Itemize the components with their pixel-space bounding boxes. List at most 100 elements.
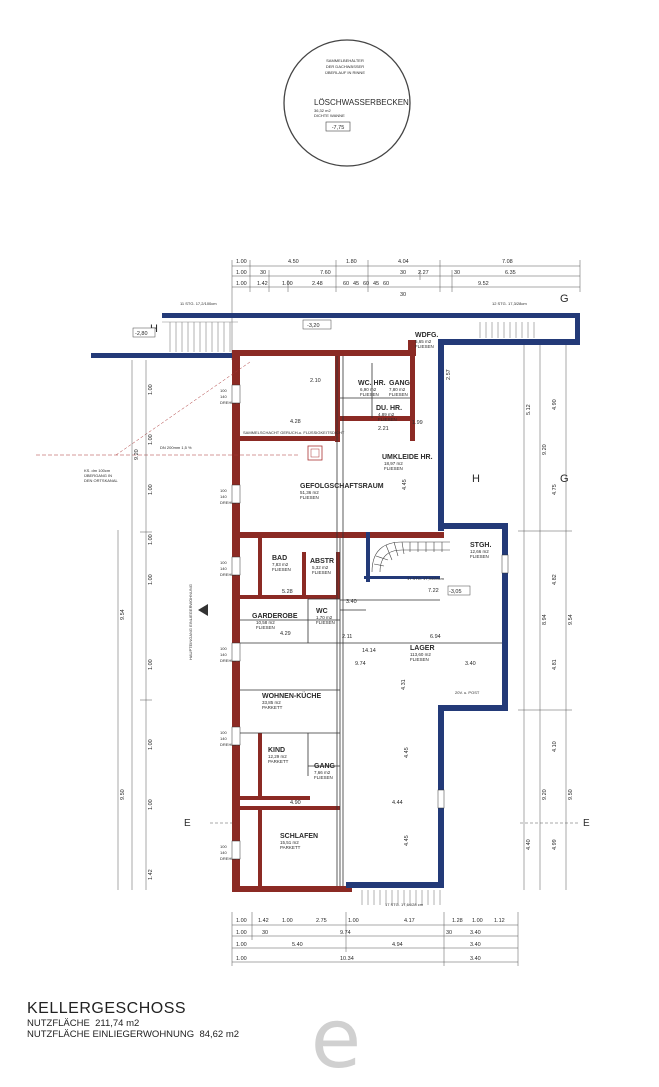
room-du-hr-name: DU. HR.	[376, 405, 402, 412]
level-left: -2,80	[135, 331, 148, 337]
dim-bot-r2-1: 1.00	[236, 930, 247, 936]
dim-left-6: 1.42	[148, 869, 154, 880]
dim-bot-r2-2: 30	[262, 930, 268, 936]
dim-left-3: 1.00	[148, 484, 154, 495]
dim-top-r3-4: 2.48	[312, 281, 323, 287]
window-6-bottom: 140	[220, 850, 227, 855]
section-g-top: G	[560, 293, 569, 305]
dim-left-5: 1.00	[148, 659, 154, 670]
dim-221: 2.21	[378, 426, 389, 432]
dim-right-3: 9.20	[542, 444, 548, 455]
room-wohnen-name: WOHNEN-KÜCHE	[262, 691, 321, 700]
dim-bot-r1-8: 1.00	[472, 918, 483, 924]
dim-211: 2.11	[342, 634, 352, 640]
tank-title: LÖSCHWASSERBECKEN	[314, 98, 409, 107]
stairs-inner-label: 17 STG. 17,94/28cm	[407, 576, 445, 581]
tank-note-2: DER DACHWÄSSER	[326, 64, 364, 69]
room-kind-floor: PARKETT	[268, 759, 289, 764]
dim-left-1: 1.00	[148, 384, 154, 395]
dim-445a: 4.45	[402, 479, 408, 490]
dim-428: 4.28	[290, 419, 301, 425]
dim-right-9: 4.10	[552, 741, 558, 752]
room-abstr-area: 5,32 m2	[312, 565, 329, 570]
dim-left-9: 9.50	[120, 789, 126, 800]
tank-level: -7,75	[332, 125, 345, 131]
dim-bot-r1-6: 4.17	[404, 918, 415, 924]
dim-right-13: 9.50	[568, 789, 574, 800]
room-bad-name: BAD	[272, 555, 287, 562]
dim-top-2: 4.50	[288, 259, 299, 265]
window-openings	[231, 384, 509, 860]
dim-top-r3-3: 1.00	[282, 281, 293, 287]
room-wc-name: WC	[316, 608, 328, 615]
bottom-dimension-lines	[231, 912, 519, 966]
area-total-row: NUTZFLÄCHE 211,74 m2	[27, 1018, 239, 1029]
dim-bot-r2-5: 3.40	[470, 930, 481, 936]
room-stgh-area: 12,66 m2	[470, 549, 489, 554]
sewer-label-3: DEN ORTSKANAL	[84, 478, 118, 483]
room-schlafen-area: 15,51 m2	[280, 840, 299, 845]
top-exterior-walls	[91, 313, 580, 531]
top-dimension-labels: 1.00 4.50 1.80 4.04 7.08 1.00 30 7.60 30…	[236, 259, 516, 298]
dim-257: 2.57	[446, 369, 452, 380]
sewer-label-1: KS. dm 100cm	[84, 468, 111, 473]
sewer-branch	[115, 361, 251, 456]
dim-left-11: 1.00	[148, 799, 154, 810]
window-3-bottom: 140	[220, 566, 227, 571]
right-dimension-lines	[518, 345, 572, 890]
entrance-arrow-icon	[198, 604, 208, 616]
tank-note-1: SAMMELBEHÄLTER	[326, 58, 364, 63]
dim-340: 3.40	[346, 599, 357, 605]
dim-1414: 14.14	[362, 648, 376, 654]
dim-bot-r4-3: 3.40	[470, 956, 481, 962]
dim-top-r2-1: 1.00	[236, 270, 247, 276]
room-gang-hr-area: 7,80 m2	[389, 387, 406, 392]
window-6-top: 100	[220, 844, 227, 849]
stair-core	[371, 541, 450, 573]
level-stair: -3,05	[449, 589, 462, 595]
dim-left-10: 1.00	[148, 739, 154, 750]
room-umkleide-area: 18,97 m2	[384, 461, 403, 466]
dim-left-8: 9.54	[120, 609, 126, 620]
dim-top-r2-3: 7.60	[320, 270, 331, 276]
window-5-type: DREHKIPP	[220, 742, 241, 747]
room-kind-area: 12,29 m2	[268, 754, 287, 759]
pipe-label: DN 200mm 1,5 %	[160, 445, 192, 450]
window-4-top: 100	[220, 646, 227, 651]
entrance-label: HAUPTEINGANG EINLIEGERWOHNUNG	[188, 584, 193, 660]
stair-top-right	[479, 322, 535, 338]
room-stgh-floor: FLIESEN	[470, 554, 489, 559]
footer: KELLERGESCHOSS NUTZFLÄCHE 211,74 m2 NUTZ…	[27, 1000, 239, 1040]
section-g-mid: G	[560, 473, 569, 485]
room-gang-hr-name: GANG	[389, 380, 411, 387]
window-4-bottom: 140	[220, 652, 227, 657]
right-dimension-labels: 5.12 4.90 9.20 4.75 8.94 4.82 4.81 9.54 …	[526, 399, 574, 850]
dim-top-5: 7.08	[502, 259, 513, 265]
room-bad-floor: FLIESEN	[272, 567, 291, 572]
section-h-right: H	[472, 473, 480, 485]
room-du-hr-area: 4,89 m2	[378, 412, 395, 417]
room-wdfg-floor: FLIESEN	[415, 344, 434, 349]
dim-722: 7.22	[428, 588, 439, 594]
room-umkleide-name: UMKLEIDE HR.	[382, 454, 433, 461]
room-wc-area: 1,70 m2	[316, 615, 333, 620]
dim-left-12: 1.00	[148, 534, 154, 545]
room-gang-area: 7,66 m2	[314, 770, 331, 775]
dim-top-3: 1.80	[346, 259, 357, 265]
dim-bot-r2-4: 30	[446, 930, 452, 936]
window-1-bottom: 140	[220, 394, 227, 399]
logo-e-icon: e	[310, 992, 362, 1087]
room-wc-hr-floor: FLIESEN	[360, 392, 379, 397]
room-wdfg-area: 5,65 m2	[415, 339, 432, 344]
windows-left: 100 140 DREHKIPP 100 140 DREHKIPP 100 14…	[220, 388, 241, 861]
window-3-top: 100	[220, 560, 227, 565]
level-top: -3,20	[307, 323, 320, 329]
sewer-label-2: ÜBERGANG IN	[84, 473, 112, 478]
dim-top-r2-6: 30	[454, 270, 460, 276]
tank: SAMMELBEHÄLTER DER DACHWÄSSER ÜBERLAUF I…	[283, 39, 411, 167]
interior-dimensions: 2.10 4.28 2.21 1.99 4.45 2.57 5.28 4.29 …	[280, 369, 476, 846]
dim-bot-r3-4: 3.40	[470, 942, 481, 948]
window-1-type: DREHKIPP	[220, 400, 241, 405]
room-lager-name: LAGER	[410, 645, 435, 652]
room-du-hr-floor: FLIESEN	[378, 417, 397, 422]
